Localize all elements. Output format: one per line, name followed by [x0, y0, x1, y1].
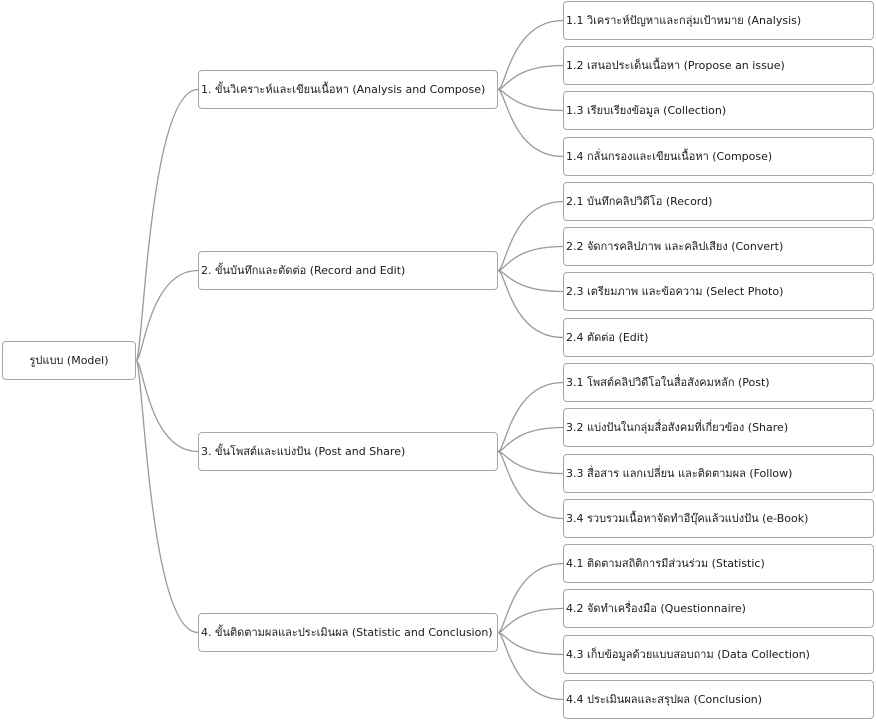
- step-label: 3.2 แบ่งปันในกลุ่มสื่อสังคมที่เกี่ยวข้อง…: [566, 420, 789, 434]
- phase-label: 4. ขั้นติดตามผลและประเมินผล (Statistic a…: [201, 625, 493, 639]
- connector-phase-3-step-4: [497, 450, 564, 520]
- step-label: 4.2 จัดทำเครื่องมือ (Questionnaire): [566, 601, 746, 615]
- step-node-4-3: 4.3 เก็บข้อมูลด้วยแบบสอบถาม (Data Collec…: [563, 635, 874, 674]
- connector-phase-3-step-2: [497, 426, 564, 453]
- connector-phase-4-step-1: [497, 562, 564, 634]
- connector-phase-1-step-4: [497, 88, 564, 158]
- phase-label: 3. ขั้นโพสต์และแบ่งปัน (Post and Share): [201, 444, 406, 458]
- connector-phase-2-step-3: [497, 269, 564, 293]
- connector-root-phase-3: [135, 359, 199, 453]
- step-label: 1.3 เรียบเรียงข้อมูล (Collection): [566, 103, 727, 117]
- step-node-2-4: 2.4 ตัดต่อ (Edit): [563, 318, 874, 357]
- step-label: 1.4 กลั่นกรองและเขียนเนื้อหา (Compose): [566, 149, 773, 163]
- step-label: 3.1 โพสต์คลิปวิดีโอในสื่อสังคมหลัก (Post…: [566, 375, 770, 389]
- step-node-3-2: 3.2 แบ่งปันในกลุ่มสื่อสังคมที่เกี่ยวข้อง…: [563, 408, 874, 447]
- step-node-4-1: 4.1 ติดตามสถิติการมีส่วนร่วม (Statistic): [563, 544, 874, 583]
- step-label: 4.1 ติดตามสถิติการมีส่วนร่วม (Statistic): [566, 556, 765, 570]
- step-node-1-3: 1.3 เรียบเรียงข้อมูล (Collection): [563, 91, 874, 130]
- phase-node-4: 4. ขั้นติดตามผลและประเมินผล (Statistic a…: [198, 613, 498, 652]
- step-label: 2.2 จัดการคลิปภาพ และคลิปเสียง (Convert): [566, 239, 784, 253]
- step-label: 3.3 สื่อสาร แลกเปลี่ยน และติดตามผล (Foll…: [566, 466, 793, 480]
- step-node-3-4: 3.4 รวบรวมเนื้อหาจัดทำอีบุ๊คแล้วแบ่งปัน …: [563, 499, 874, 538]
- step-label: 2.4 ตัดต่อ (Edit): [566, 330, 649, 344]
- phase-node-3: 3. ขั้นโพสต์และแบ่งปัน (Post and Share): [198, 432, 498, 471]
- connector-phase-1-step-2: [497, 64, 564, 91]
- step-label: 4.3 เก็บข้อมูลด้วยแบบสอบถาม (Data Collec…: [566, 647, 810, 661]
- step-node-1-4: 1.4 กลั่นกรองและเขียนเนื้อหา (Compose): [563, 137, 874, 176]
- connector-phase-4-step-4: [497, 631, 564, 701]
- connector-phase-2-step-4: [497, 269, 564, 339]
- connector-phase-2-step-1: [497, 200, 564, 272]
- step-label: 1.2 เสนอประเด็นเนื้อหา (Propose an issue…: [566, 58, 785, 72]
- connector-root-phase-4: [135, 359, 199, 634]
- step-node-1-2: 1.2 เสนอประเด็นเนื้อหา (Propose an issue…: [563, 46, 874, 85]
- step-node-3-3: 3.3 สื่อสาร แลกเปลี่ยน และติดตามผล (Foll…: [563, 454, 874, 493]
- step-node-1-1: 1.1 วิเคราะห์ปัญหาและกลุ่มเป้าหมาย (Anal…: [563, 1, 874, 40]
- step-label: 3.4 รวบรวมเนื้อหาจัดทำอีบุ๊คแล้วแบ่งปัน …: [566, 511, 809, 525]
- step-label: 1.1 วิเคราะห์ปัญหาและกลุ่มเป้าหมาย (Anal…: [566, 13, 802, 27]
- step-node-4-4: 4.4 ประเมินผลและสรุปผล (Conclusion): [563, 680, 874, 719]
- connector-phase-1-step-3: [497, 88, 564, 112]
- connector-phase-4-step-2: [497, 607, 564, 634]
- step-label: 2.3 เตรียมภาพ และข้อความ (Select Photo): [566, 284, 784, 298]
- connector-phase-4-step-3: [497, 631, 564, 656]
- step-node-2-1: 2.1 บันทึกคลิปวิดีโอ (Record): [563, 182, 874, 221]
- phase-node-1: 1. ขั้นวิเคราะห์และเขียนเนื้อหา (Analysi…: [198, 70, 498, 109]
- connector-phase-2-step-2: [497, 245, 564, 272]
- phase-node-2: 2. ขั้นบันทึกและตัดต่อ (Record and Edit): [198, 251, 498, 290]
- step-node-3-1: 3.1 โพสต์คลิปวิดีโอในสื่อสังคมหลัก (Post…: [563, 363, 874, 402]
- step-label: 4.4 ประเมินผลและสรุปผล (Conclusion): [566, 692, 763, 706]
- connector-root-phase-2: [135, 269, 199, 362]
- step-label: 2.1 บันทึกคลิปวิดีโอ (Record): [566, 194, 713, 208]
- phase-label: 2. ขั้นบันทึกและตัดต่อ (Record and Edit): [201, 263, 406, 277]
- root-label: รูปแบบ (Model): [29, 353, 109, 367]
- phase-label: 1. ขั้นวิเคราะห์และเขียนเนื้อหา (Analysi…: [201, 82, 486, 96]
- step-node-2-3: 2.3 เตรียมภาพ และข้อความ (Select Photo): [563, 272, 874, 311]
- root-node-model: รูปแบบ (Model): [2, 341, 136, 380]
- connector-root-phase-1: [135, 88, 199, 362]
- step-node-2-2: 2.2 จัดการคลิปภาพ และคลิปเสียง (Convert): [563, 227, 874, 266]
- connector-phase-3-step-3: [497, 450, 564, 475]
- step-node-4-2: 4.2 จัดทำเครื่องมือ (Questionnaire): [563, 589, 874, 628]
- connector-phase-3-step-1: [497, 381, 564, 453]
- connector-phase-1-step-1: [497, 19, 564, 91]
